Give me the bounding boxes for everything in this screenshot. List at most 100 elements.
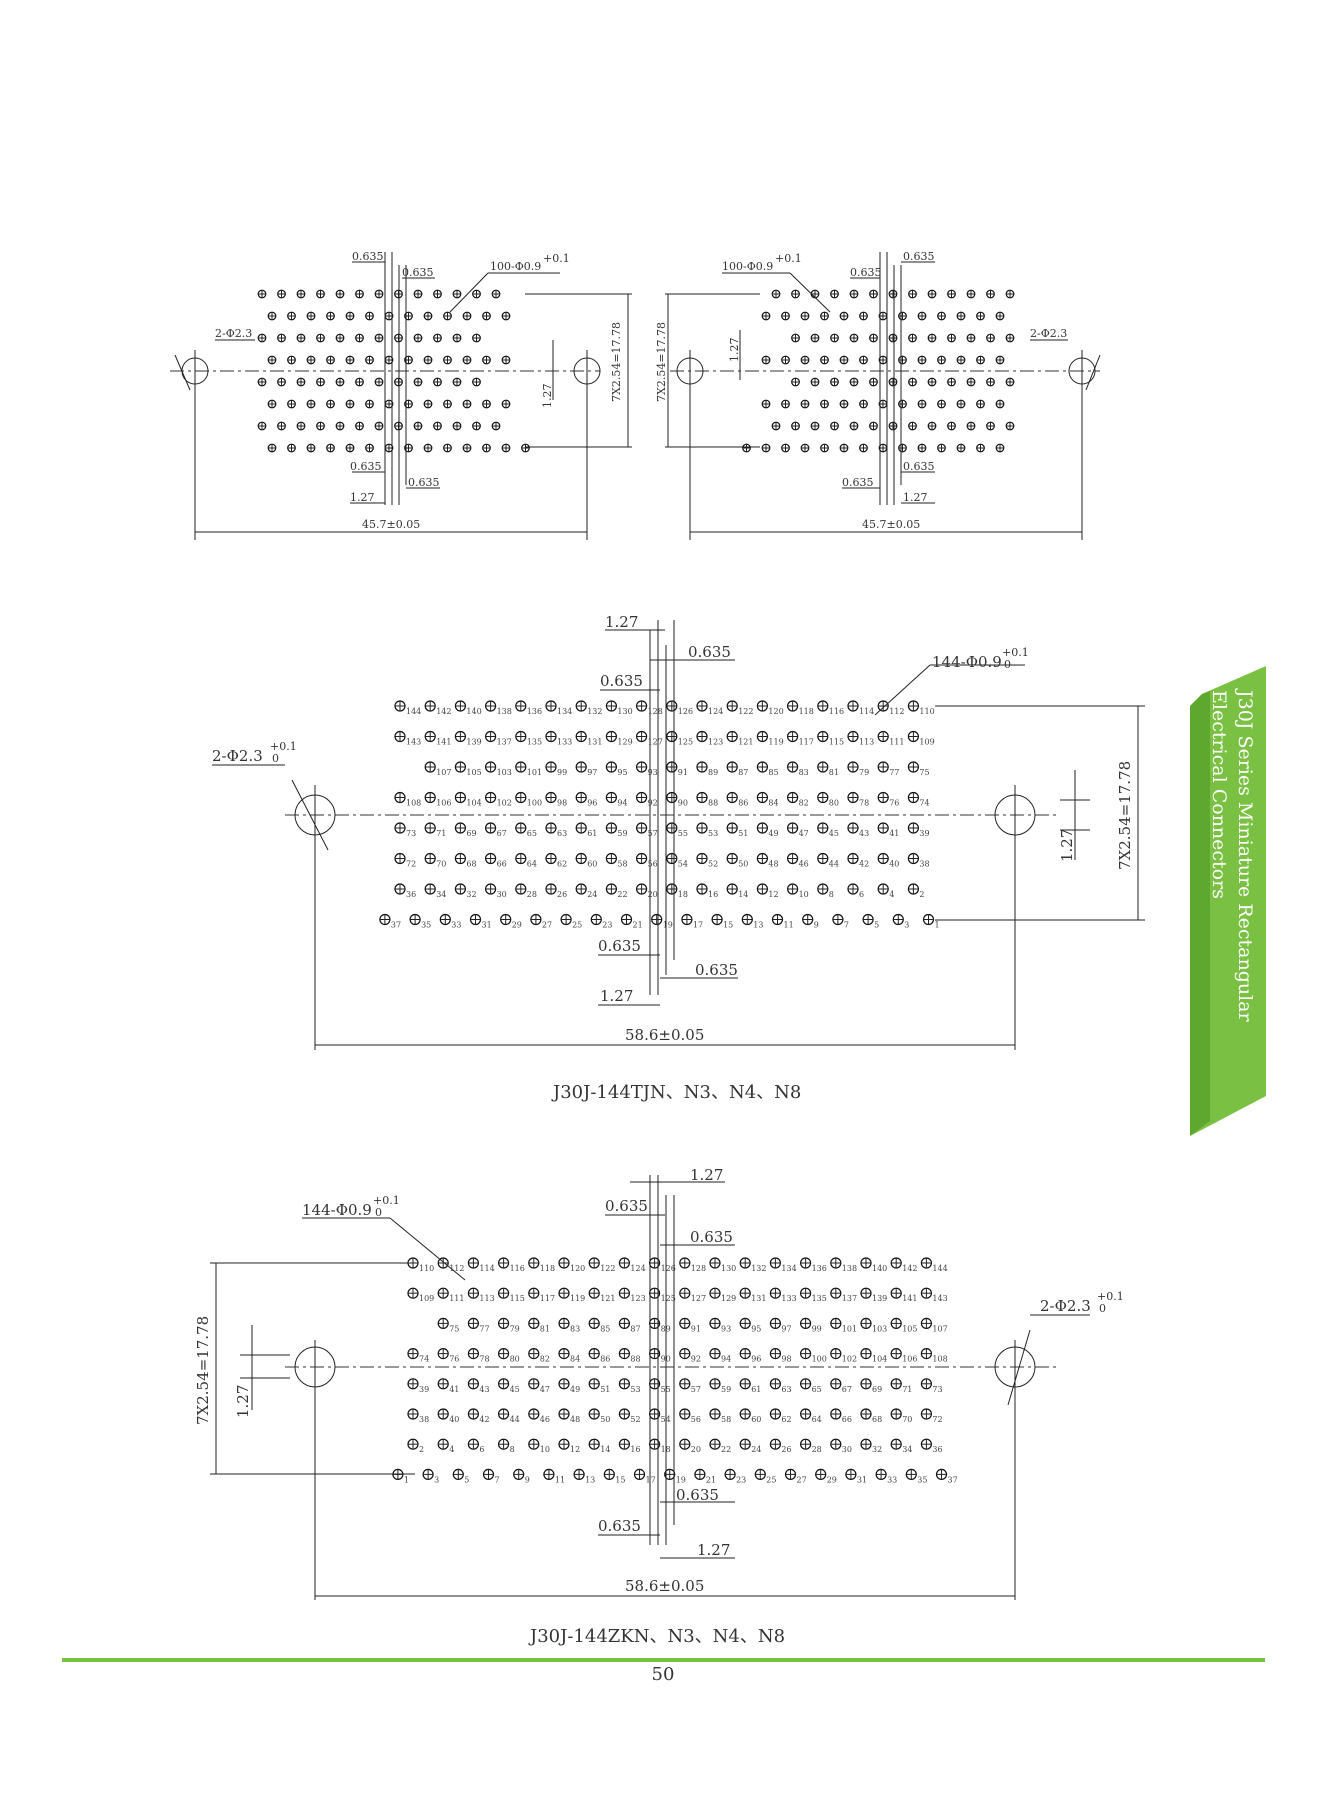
contact-pin — [908, 333, 917, 343]
pin-number: 95 — [751, 1324, 761, 1333]
dim-0635: 0.635 — [408, 476, 440, 489]
contact-pin — [501, 311, 511, 321]
dim-0635: 0.635 — [676, 1486, 719, 1504]
contact-pin: 64 — [515, 852, 537, 869]
pin-number: 21 — [633, 921, 643, 930]
dim-0635: 0.635 — [350, 460, 382, 473]
contact-pin: 57 — [679, 1378, 701, 1394]
width-dimension: 58.6±0.05 — [625, 1026, 704, 1044]
contact-pin: 136 — [799, 1257, 827, 1273]
contact-pin — [1005, 289, 1015, 299]
contact-pin — [859, 355, 868, 365]
contact-pin: 33 — [875, 1468, 897, 1484]
contact-pin: 127 — [679, 1287, 706, 1303]
pin-number: 102 — [842, 1355, 857, 1364]
pin-number: 90 — [678, 799, 688, 808]
contact-pin — [443, 311, 452, 321]
pin-number: 28 — [812, 1445, 822, 1454]
contact-pin: 89 — [696, 761, 718, 777]
contact-pin: 16 — [696, 883, 718, 899]
contact-pin: 141 — [890, 1287, 917, 1303]
contact-pin: 85 — [588, 1317, 610, 1333]
contact-pin — [365, 355, 374, 365]
contact-pin: 84 — [558, 1347, 580, 1364]
contact-pin — [472, 421, 481, 431]
contact-pin — [820, 399, 829, 409]
pin-number: 14 — [738, 890, 748, 899]
pin-number: 32 — [872, 1445, 882, 1454]
contact-pin: 38 — [407, 1408, 429, 1424]
contact-pin — [413, 421, 423, 431]
pin-number: 73 — [932, 1385, 942, 1394]
contact-pin: 56 — [679, 1408, 701, 1424]
contact-pin — [966, 421, 976, 431]
pin-number: 87 — [738, 768, 748, 777]
contact-pin — [956, 355, 966, 365]
pin-number: 94 — [617, 799, 627, 808]
contact-pin — [374, 377, 384, 387]
contact-pin: 108 — [920, 1347, 948, 1364]
pin-number: 37 — [391, 921, 401, 930]
contact-pin: 70 — [424, 852, 446, 869]
contact-pin: 100 — [799, 1347, 827, 1364]
pin-number: 9 — [525, 1475, 530, 1484]
pin-number: 92 — [648, 799, 658, 808]
pin-number: 109 — [419, 1294, 434, 1303]
contact-pin: 144 — [920, 1257, 948, 1273]
contact-pin: 18 — [648, 1438, 671, 1454]
contact-pin: 11 — [543, 1468, 565, 1484]
pin-number: 48 — [768, 860, 778, 869]
dim-0635: 0.635 — [695, 961, 738, 979]
pin-number: 118 — [799, 707, 814, 716]
contact-pin: 96 — [739, 1347, 761, 1364]
contact-pin — [820, 311, 829, 321]
contact-pin: 101 — [515, 761, 542, 777]
pin-number: 31 — [482, 921, 492, 930]
pin-number: 131 — [587, 738, 602, 747]
pin-number: 58 — [617, 860, 627, 869]
pin-number: 19 — [663, 921, 673, 930]
pin-number: 69 — [872, 1385, 882, 1394]
contact-pin: 86 — [588, 1347, 610, 1364]
contact-pin: 103 — [485, 761, 512, 777]
hole-spec-label: 2-Φ2.3 — [1040, 1297, 1091, 1315]
contact-pin — [947, 289, 956, 299]
contact-pin: 98 — [545, 791, 567, 808]
contact-pin — [472, 289, 481, 299]
contact-pin: 139 — [860, 1287, 887, 1303]
contact-pin — [927, 421, 937, 431]
contact-pin: 29 — [815, 1468, 837, 1484]
pin-number: 95 — [617, 768, 627, 777]
contact-pin — [287, 355, 296, 365]
pin-number: 71 — [436, 829, 446, 838]
contact-pin: 13 — [573, 1468, 595, 1484]
contact-pin — [452, 289, 462, 299]
contact-pin — [452, 333, 462, 343]
pin-number: 68 — [466, 860, 476, 869]
contact-pin — [956, 311, 966, 321]
contact-pin: 13 — [741, 913, 763, 930]
pin-number: 11 — [784, 921, 794, 930]
contact-pin — [365, 311, 374, 321]
contact-pin — [791, 289, 800, 299]
contact-pin: 3 — [892, 913, 909, 930]
contact-pin — [345, 311, 355, 321]
contact-pin: 74 — [407, 1347, 429, 1364]
contact-pin: 117 — [786, 730, 814, 747]
pin-number: 84 — [570, 1355, 580, 1364]
pin-number: 82 — [540, 1355, 550, 1364]
contact-pin — [810, 333, 820, 343]
pin-number: 93 — [721, 1324, 731, 1333]
pin-number: 108 — [932, 1355, 947, 1364]
contact-pin — [316, 377, 325, 387]
contact-pin — [986, 377, 995, 387]
contact-pin: 94 — [605, 791, 628, 808]
contact-pin: 132 — [575, 700, 602, 716]
pin-number: 63 — [781, 1385, 791, 1394]
pin-number: 52 — [708, 860, 718, 869]
contact-pin: 23 — [590, 913, 612, 930]
contact-pin — [521, 443, 530, 453]
pin-number: 3 — [434, 1475, 439, 1484]
pin-number: 12 — [768, 890, 778, 899]
contact-pin: 17 — [633, 1468, 656, 1484]
